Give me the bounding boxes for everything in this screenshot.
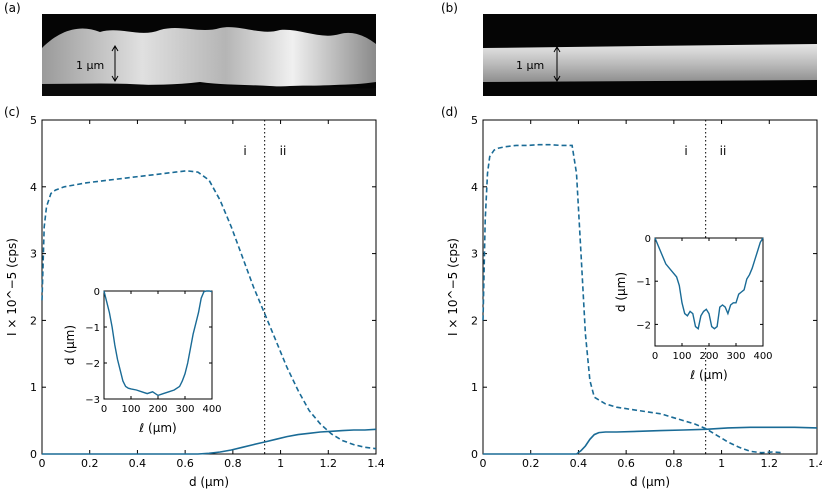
y-tick-label: 5 bbox=[471, 114, 478, 127]
x-tick-label: 0.8 bbox=[665, 457, 683, 470]
y-tick-label: 1 bbox=[471, 381, 478, 394]
x-tick-label: 0.6 bbox=[176, 457, 194, 470]
x-axis-label: d (μm) bbox=[630, 475, 670, 489]
x-axis-label: d (μm) bbox=[189, 475, 229, 489]
y-axis-label: I × 10^−5 (cps) bbox=[446, 238, 460, 336]
inset-background bbox=[655, 238, 763, 346]
inset-y-tick-label: 0 bbox=[94, 287, 100, 298]
x-tick-label: 1.2 bbox=[761, 457, 779, 470]
inset-profile-line bbox=[103, 290, 213, 397]
x-tick-label: 0.6 bbox=[617, 457, 635, 470]
inset-y-tick-label: −1 bbox=[85, 323, 100, 334]
sem-image-a bbox=[42, 14, 376, 96]
inset-y-tick-label: −2 bbox=[636, 320, 651, 331]
inset-chart: 0 100 200 300 400 0 −1 −2 ℓ (μm) d (μm) bbox=[614, 234, 773, 382]
y-tick-label: 3 bbox=[471, 248, 478, 261]
inset-x-tick-label: 300 bbox=[726, 351, 745, 362]
y-axis-label: I × 10^−5 (cps) bbox=[5, 238, 19, 336]
sem-scale-a: 1 μm bbox=[76, 59, 104, 72]
x-tick-label: 0.2 bbox=[522, 457, 540, 470]
inset-profile-line bbox=[654, 237, 764, 330]
region-label-i: i bbox=[243, 144, 246, 158]
inset-y-tick-label: −1 bbox=[636, 277, 651, 288]
inset-y-tick-label: −2 bbox=[85, 359, 100, 370]
x-tick-label: 1.4 bbox=[808, 457, 822, 470]
inset-x-tick-label: 300 bbox=[175, 404, 194, 415]
inset-y-axis-label: d (μm) bbox=[63, 325, 77, 365]
x-tick-label: 1.4 bbox=[367, 457, 385, 470]
y-tick-label: 0 bbox=[471, 448, 478, 461]
x-tick-label: 0.4 bbox=[570, 457, 588, 470]
inset-x-tick-label: 100 bbox=[121, 404, 140, 415]
y-tick-label: 3 bbox=[30, 248, 37, 261]
y-tick-label: 1 bbox=[30, 381, 37, 394]
inset-x-axis-label: ℓ (μm) bbox=[138, 421, 176, 435]
y-tick-label: 5 bbox=[30, 114, 37, 127]
inset-x-tick-label: 200 bbox=[699, 351, 718, 362]
panel-label-d: (d) bbox=[441, 105, 458, 119]
series-line-dashed bbox=[482, 143, 784, 454]
region-label-ii: ii bbox=[720, 144, 727, 158]
panel-label-b: (b) bbox=[441, 1, 458, 15]
inset-x-axis-label: ℓ (μm) bbox=[689, 368, 727, 382]
series-line-dashed bbox=[41, 169, 377, 450]
x-tick-label: 0.2 bbox=[81, 457, 99, 470]
y-tick-label: 0 bbox=[30, 448, 37, 461]
inset-x-tick-label: 100 bbox=[672, 351, 691, 362]
inset-x-tick-label: 400 bbox=[202, 404, 221, 415]
x-tick-label: 0 bbox=[480, 457, 487, 470]
inset-background bbox=[104, 291, 212, 399]
inset-y-tick-label: −3 bbox=[85, 395, 100, 406]
y-tick-label: 4 bbox=[471, 181, 478, 194]
inset-x-tick-label: 400 bbox=[753, 351, 772, 362]
sem-image-b bbox=[483, 14, 817, 96]
inset-x-tick-label: 0 bbox=[652, 351, 658, 362]
x-tick-label: 0.8 bbox=[224, 457, 242, 470]
inset-y-axis-label: d (μm) bbox=[614, 272, 628, 312]
inset-y-tick-label: 0 bbox=[645, 234, 651, 245]
y-tick-label: 2 bbox=[471, 314, 478, 327]
region-label-ii: ii bbox=[280, 144, 287, 158]
series-line-solid bbox=[42, 428, 377, 455]
x-tick-label: 1 bbox=[277, 457, 284, 470]
y-tick-label: 4 bbox=[30, 181, 37, 194]
region-label-i: i bbox=[684, 144, 687, 158]
series-line-solid bbox=[483, 426, 818, 455]
panel-label-c: (c) bbox=[4, 105, 20, 119]
panel-label-a: (a) bbox=[4, 1, 21, 15]
inset-chart: 0 100 200 300 400 0 −1 −2 −3 ℓ (μm) d (μm) bbox=[63, 287, 222, 435]
x-tick-label: 1 bbox=[718, 457, 725, 470]
inset-x-tick-label: 200 bbox=[148, 404, 167, 415]
sem-scale-b: 1 μm bbox=[516, 59, 544, 72]
y-tick-label: 2 bbox=[30, 314, 37, 327]
x-tick-label: 0.4 bbox=[129, 457, 147, 470]
x-tick-label: 0 bbox=[39, 457, 46, 470]
x-tick-label: 1.2 bbox=[320, 457, 338, 470]
inset-x-tick-label: 0 bbox=[101, 404, 107, 415]
